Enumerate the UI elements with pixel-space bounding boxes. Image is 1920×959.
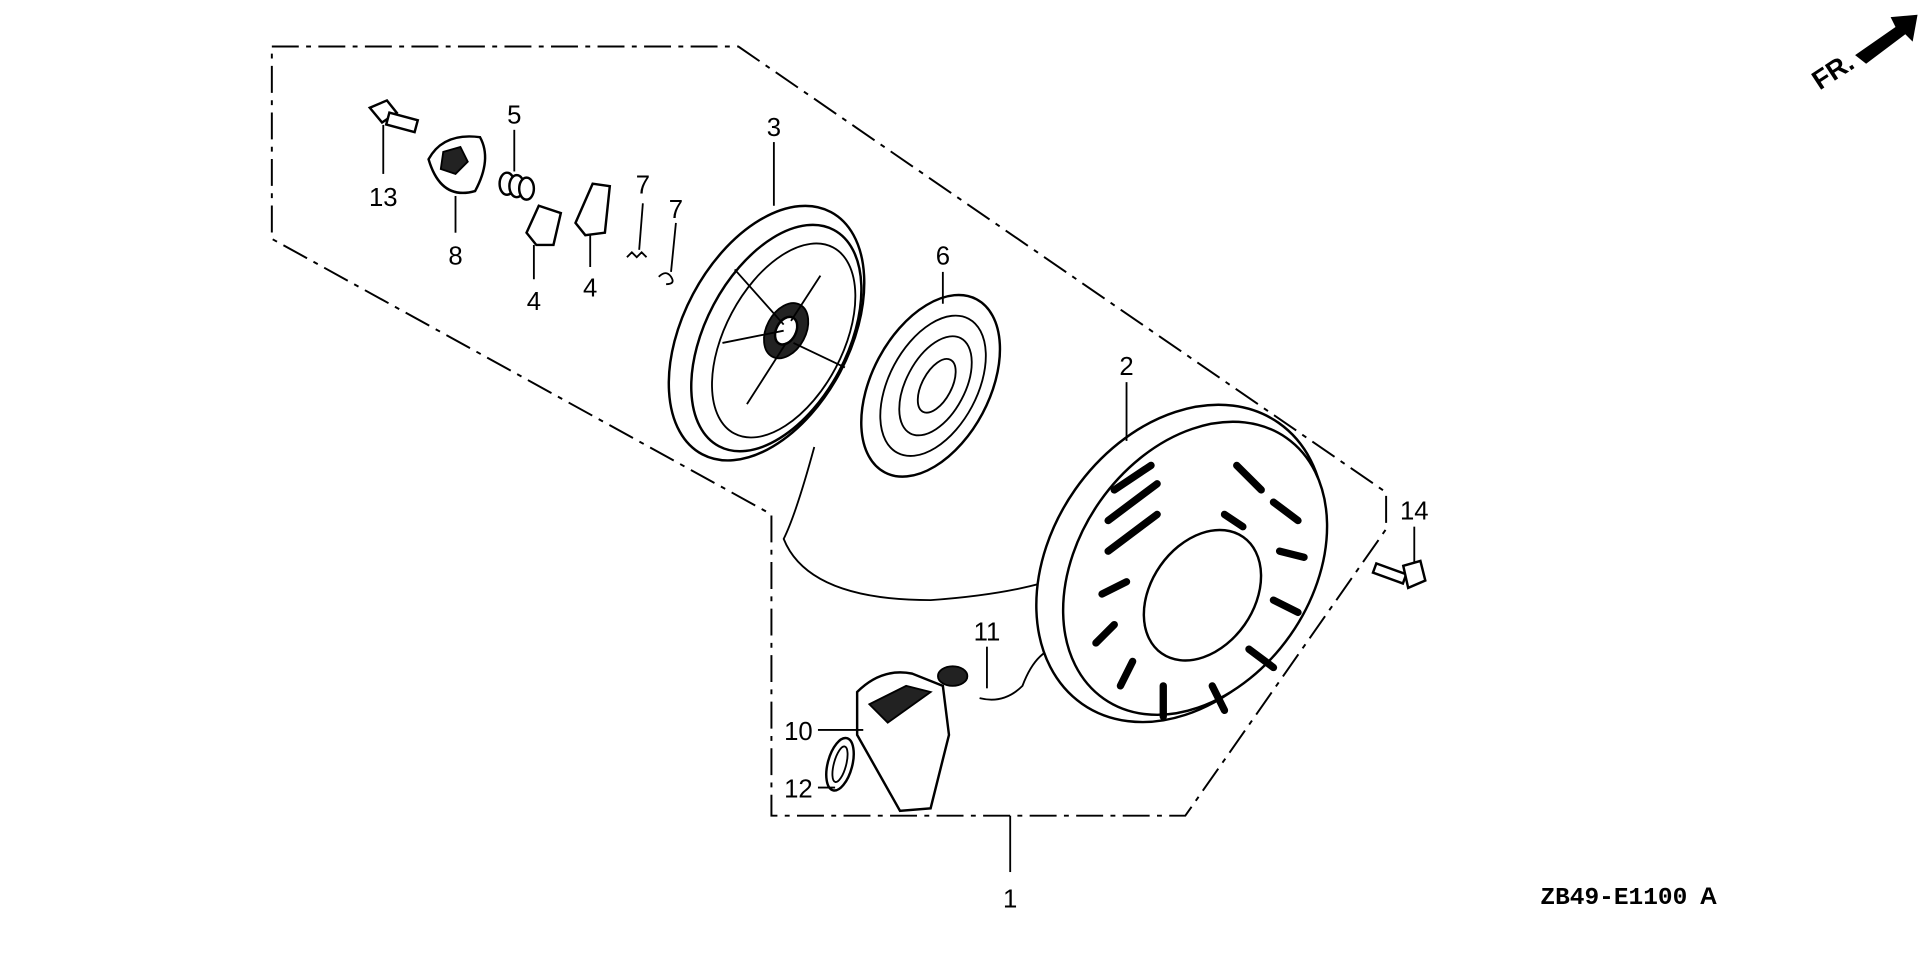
callout-1: 1 xyxy=(1003,886,1017,914)
leader-lines xyxy=(382,124,1416,873)
callout-7b: 7 xyxy=(669,196,683,224)
callout-11: 11 xyxy=(974,619,1001,647)
starter-grip-icon xyxy=(855,665,969,813)
callout-6: 6 xyxy=(936,243,950,271)
grip-insert-icon xyxy=(825,736,855,792)
starter-rope-icon xyxy=(782,446,1078,701)
callout-14: 14 xyxy=(1400,497,1429,525)
callout-3: 3 xyxy=(767,114,781,142)
callout-7a: 7 xyxy=(636,172,650,200)
return-spring-icon xyxy=(658,272,674,286)
callout-10: 10 xyxy=(784,718,813,746)
callout-4b: 4 xyxy=(583,274,597,302)
callout-5: 5 xyxy=(507,102,521,130)
callout-13: 13 xyxy=(369,184,398,212)
assembly-boundary xyxy=(270,45,1388,817)
callout-12: 12 xyxy=(784,775,813,803)
callout-4a: 4 xyxy=(527,288,541,316)
diagram-code: ZB49-E1100 xyxy=(1540,885,1687,912)
ratchet-guide-icon xyxy=(427,135,487,195)
recoil-spring-icon xyxy=(860,293,1002,478)
return-spring-icon xyxy=(626,251,648,259)
starter-case-icon xyxy=(1035,403,1329,724)
callout-2: 2 xyxy=(1119,353,1133,381)
diagram-revision: A xyxy=(1700,883,1718,910)
front-direction-arrow-icon: FR. xyxy=(1807,14,1918,96)
friction-spring-icon xyxy=(498,171,536,201)
ratchet-icon xyxy=(574,182,612,237)
front-direction-label: FR. xyxy=(1807,47,1860,96)
setting-bolt-icon xyxy=(367,98,420,134)
ratchet-icon xyxy=(525,204,563,247)
flange-bolt-icon xyxy=(1371,559,1427,590)
callout-8: 8 xyxy=(448,243,462,271)
reel-icon xyxy=(667,204,866,462)
